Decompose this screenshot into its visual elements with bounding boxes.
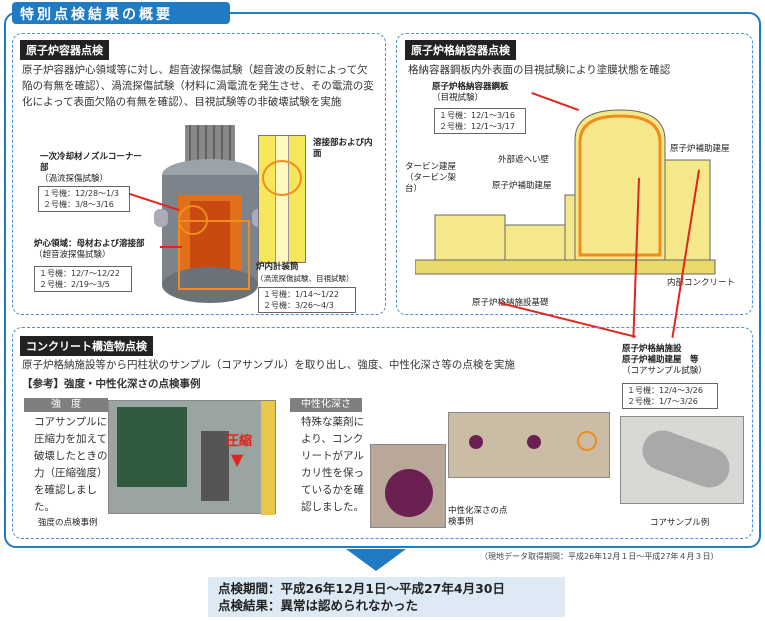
core-highlight bbox=[178, 220, 250, 290]
neutral-text: 特殊な薬剤により、コンクリートがアルカリ性を保っているかを確認しました。 bbox=[301, 416, 364, 513]
compress-label: 圧縮 bbox=[226, 434, 253, 449]
rv-description: 原子炉容器炉心領域等に対し、超音波探傷試験（超音波の反射によって欠陥の有無を確認… bbox=[22, 64, 374, 108]
strength-text: コアサンプルに圧縮力を加えて破壊したときの力（圧縮強度）を確認しました。 bbox=[34, 416, 108, 513]
cv-description: 格納容器鋼板内外表面の目視試験により塗膜状態を確認 bbox=[408, 64, 671, 76]
facility-label: 原子炉格納施設 原子炉補助建屋 等 （コアサンプル試験） bbox=[622, 344, 707, 376]
cv-header: 原子炉格納容器点検 bbox=[405, 40, 516, 60]
neutral-tag: 中性化深さ bbox=[290, 398, 362, 412]
weld-label: 溶接部および内面 bbox=[313, 138, 373, 159]
core-sample-photo bbox=[620, 416, 744, 504]
inner-concrete-label: 内部コンクリート bbox=[667, 278, 736, 288]
tube-label: 炉内計装筒 （渦流探傷試験、目視試験） bbox=[256, 262, 354, 283]
summary-period: 点検期間：平成26年12月1日～平成27年4月30日 bbox=[218, 581, 505, 596]
page-title: 特別点検結果の概要 bbox=[12, 2, 230, 24]
summary-box: 点検期間：平成26年12月1日～平成27年4月30日 点検結果：異常は認められな… bbox=[208, 577, 565, 617]
reference-heading: 【参考】強度・中性化深さの点検事例 bbox=[22, 378, 201, 390]
foundation-label: 原子炉格納施設基礎 bbox=[472, 298, 549, 308]
core-leader bbox=[160, 246, 182, 248]
compress-arrow-icon: ▼ bbox=[231, 450, 244, 469]
concrete-panel bbox=[12, 327, 753, 539]
strength-tag: 強 度 bbox=[24, 398, 108, 412]
summary-result: 点検結果：異常は認められなかった bbox=[218, 598, 419, 613]
aux-bldg-right-label: 原子炉補助建屋 bbox=[670, 144, 730, 154]
core-label: 炉心領域：母材および溶接部 （超音波探傷試験） bbox=[34, 239, 145, 260]
nozzle-label: 一次冷却材ノズルコーナー部 （渦流探傷試験） bbox=[40, 152, 142, 184]
rv-header: 原子炉容器点検 bbox=[20, 40, 109, 60]
down-arrow-icon bbox=[346, 549, 406, 571]
steel-label: 原子炉格納容器鋼板 （目視試験） bbox=[432, 82, 509, 103]
outer-frame bbox=[4, 12, 761, 548]
weld-highlight bbox=[262, 160, 302, 196]
cv-panel bbox=[396, 33, 753, 315]
outer-wall-label: 外部遮へい壁 bbox=[498, 155, 550, 165]
sample-caption: コアサンプル例 bbox=[650, 518, 710, 528]
rv-panel bbox=[12, 33, 386, 315]
neutral-photo bbox=[370, 444, 446, 528]
plant-section-illustration bbox=[415, 109, 716, 275]
tube-detail bbox=[258, 135, 306, 264]
concrete-header: コンクリート構造物点検 bbox=[20, 336, 153, 356]
strength-photo bbox=[108, 400, 276, 515]
concrete-description: 原子炉格納施設等から円柱状のサンプル（コアサンプル）を取り出し、強度、中性化深さ… bbox=[22, 359, 515, 371]
neutral-sample-photo bbox=[448, 412, 610, 478]
turbine-label: タービン建屋（タービン架台） bbox=[405, 162, 457, 194]
strength-caption: 強度の点検事例 bbox=[38, 518, 98, 528]
neutral-caption: 中性化深さの点検事例 bbox=[448, 506, 508, 527]
source-note: （現地データ取得期間：平成26年12月１日～平成27年４月３日） bbox=[480, 552, 719, 561]
aux-bldg-label: 原子炉補助建屋 bbox=[492, 181, 552, 191]
